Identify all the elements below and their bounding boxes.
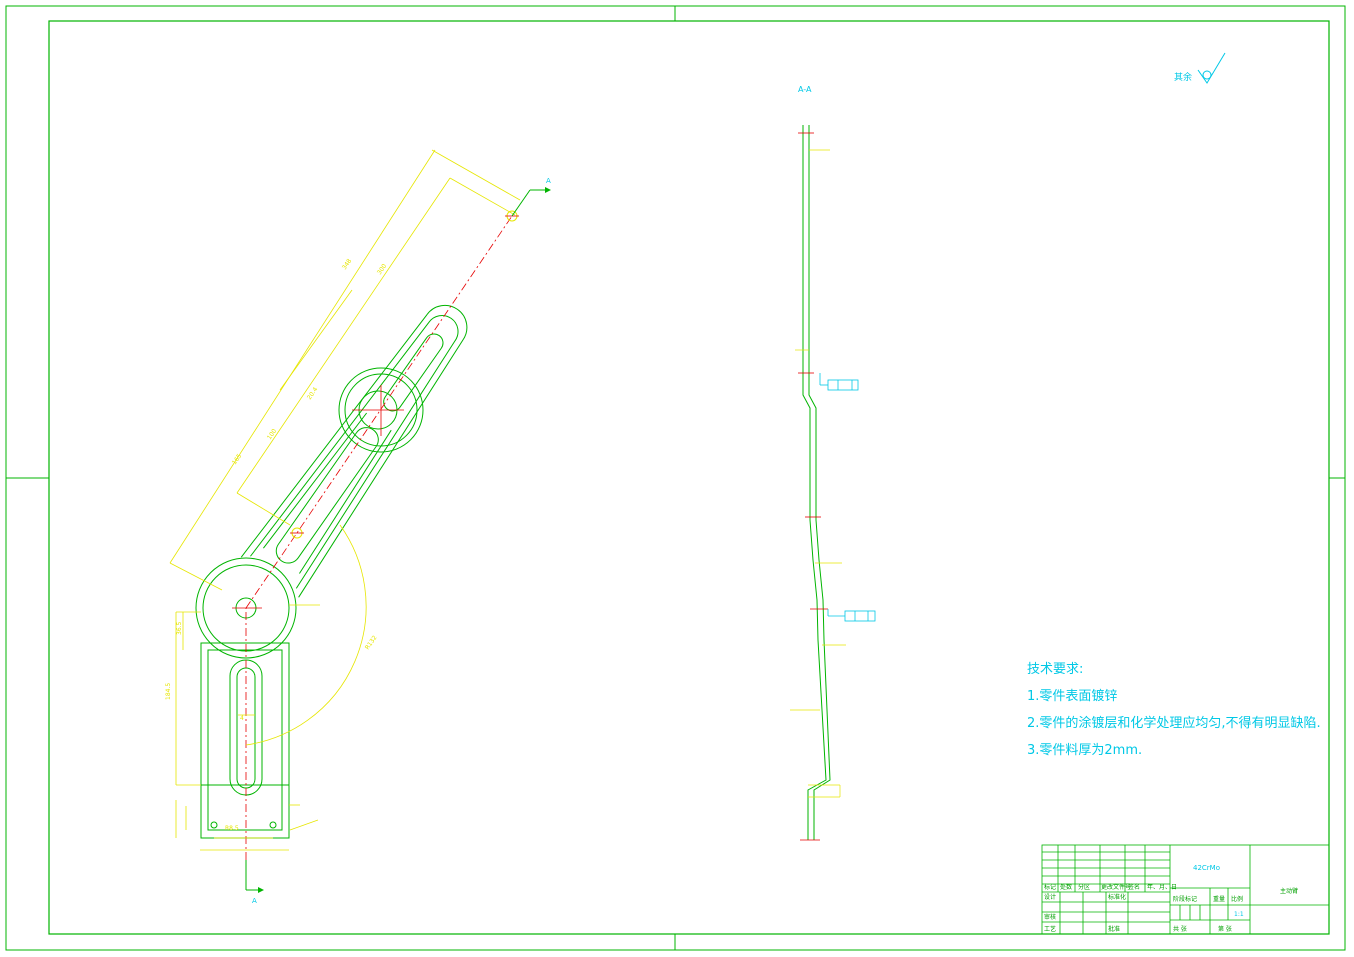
tech-item-3: 3.零件料厚为2mm.: [1027, 743, 1142, 758]
section-marker-bottom: A: [252, 897, 257, 905]
tb-change-doc: 更改文件号: [1101, 883, 1131, 891]
tb-sheets: 共 张: [1173, 925, 1187, 933]
tb-approve: 批准: [1108, 925, 1120, 933]
centerline-upper: [245, 215, 513, 609]
section-arrow-bottom: [245, 860, 258, 891]
svg-text:R8.5: R8.5: [225, 825, 239, 832]
part-name: 主动臂: [1280, 887, 1298, 895]
roughness-note: 其余: [1174, 71, 1192, 83]
dimension-labels: 348 300 100 165 20.4 R132 184.5 36.5 R8.…: [165, 258, 388, 832]
tb-date: 年、月、日: [1147, 883, 1177, 891]
middle-hub-inner: [344, 373, 418, 447]
tb-page: 第 张: [1218, 925, 1232, 933]
hole-bottom-left: [210, 821, 218, 829]
main-view: 348 300 100 165 20.4 R132 184.5 36.5 R8.…: [165, 149, 551, 905]
tb-standard: 标准化: [1108, 893, 1126, 901]
middle-hub-outline: [338, 367, 424, 453]
outer-border: [5, 5, 1346, 951]
scale-value: 1:1: [1234, 911, 1244, 918]
tb-mark: 标记: [1044, 883, 1056, 891]
tb-stage: 阶段标记: [1173, 895, 1197, 903]
upper-arm-outline: [240, 304, 468, 598]
tb-design: 设计: [1044, 893, 1056, 901]
svg-text:165: 165: [231, 453, 243, 467]
tb-scale-label: 比例: [1231, 895, 1243, 903]
tech-item-1: 1.零件表面镀锌: [1027, 688, 1117, 704]
tolerance-frame-1: [819, 373, 859, 391]
dimension-lines: [169, 149, 521, 851]
tb-count: 处数: [1060, 883, 1072, 891]
tolerance-frame-2: [827, 609, 876, 622]
svg-text:36.5: 36.5: [176, 621, 183, 635]
svg-text:4: 4: [240, 715, 244, 722]
svg-text:184.5: 184.5: [165, 683, 172, 700]
tech-requirements: 技术要求: 1.零件表面镀锌 2.零件的涂镀层和化学处理应均匀,不得有明显缺陷.…: [1027, 662, 1321, 758]
tb-sign: 签名: [1128, 883, 1140, 891]
inner-border: [48, 20, 1330, 935]
tb-process: 工艺: [1044, 925, 1056, 933]
svg-text:300: 300: [376, 263, 388, 277]
svg-text:R132: R132: [364, 634, 379, 651]
hole-bottom-right: [269, 821, 277, 829]
section-marker-top: A: [546, 177, 551, 185]
svg-text:348: 348: [341, 258, 353, 272]
section-view: A-A: [790, 85, 876, 841]
title-block: [1041, 844, 1330, 935]
section-label: A-A: [798, 85, 812, 94]
tech-item-2: 2.零件的涂镀层和化学处理应均匀,不得有明显缺陷.: [1027, 715, 1321, 731]
tb-zone: 分区: [1078, 883, 1090, 891]
material-label: 42CrMo: [1193, 864, 1220, 872]
base-hub-outer: [195, 557, 297, 659]
section-arrow-top: [511, 189, 545, 217]
roughness-symbol: 其余: [1174, 52, 1226, 84]
tech-title: 技术要求:: [1027, 662, 1083, 677]
tb-check: 审核: [1044, 913, 1056, 921]
lower-arm-outline: [200, 642, 290, 839]
tb-weight: 重量: [1213, 895, 1225, 903]
